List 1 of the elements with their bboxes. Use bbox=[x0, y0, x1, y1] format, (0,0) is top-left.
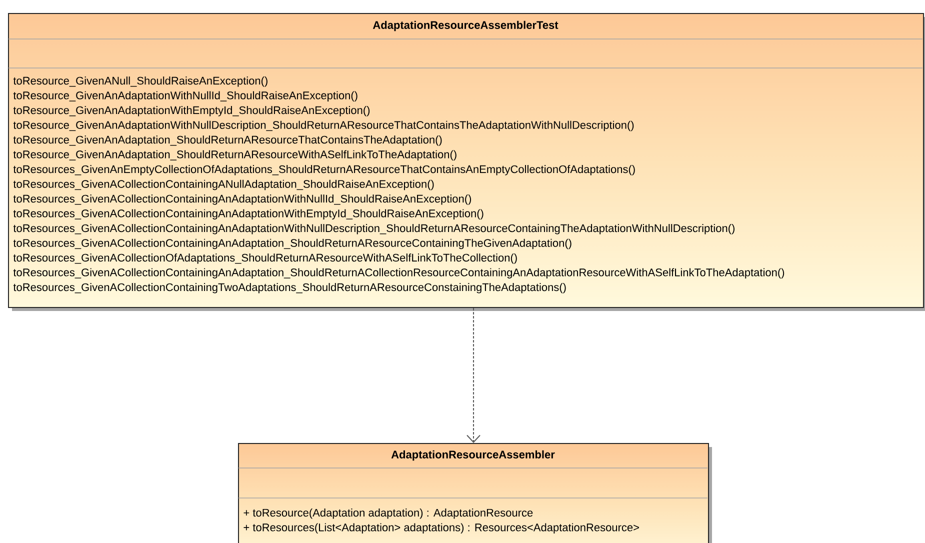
dependency-arrow bbox=[466, 308, 480, 443]
